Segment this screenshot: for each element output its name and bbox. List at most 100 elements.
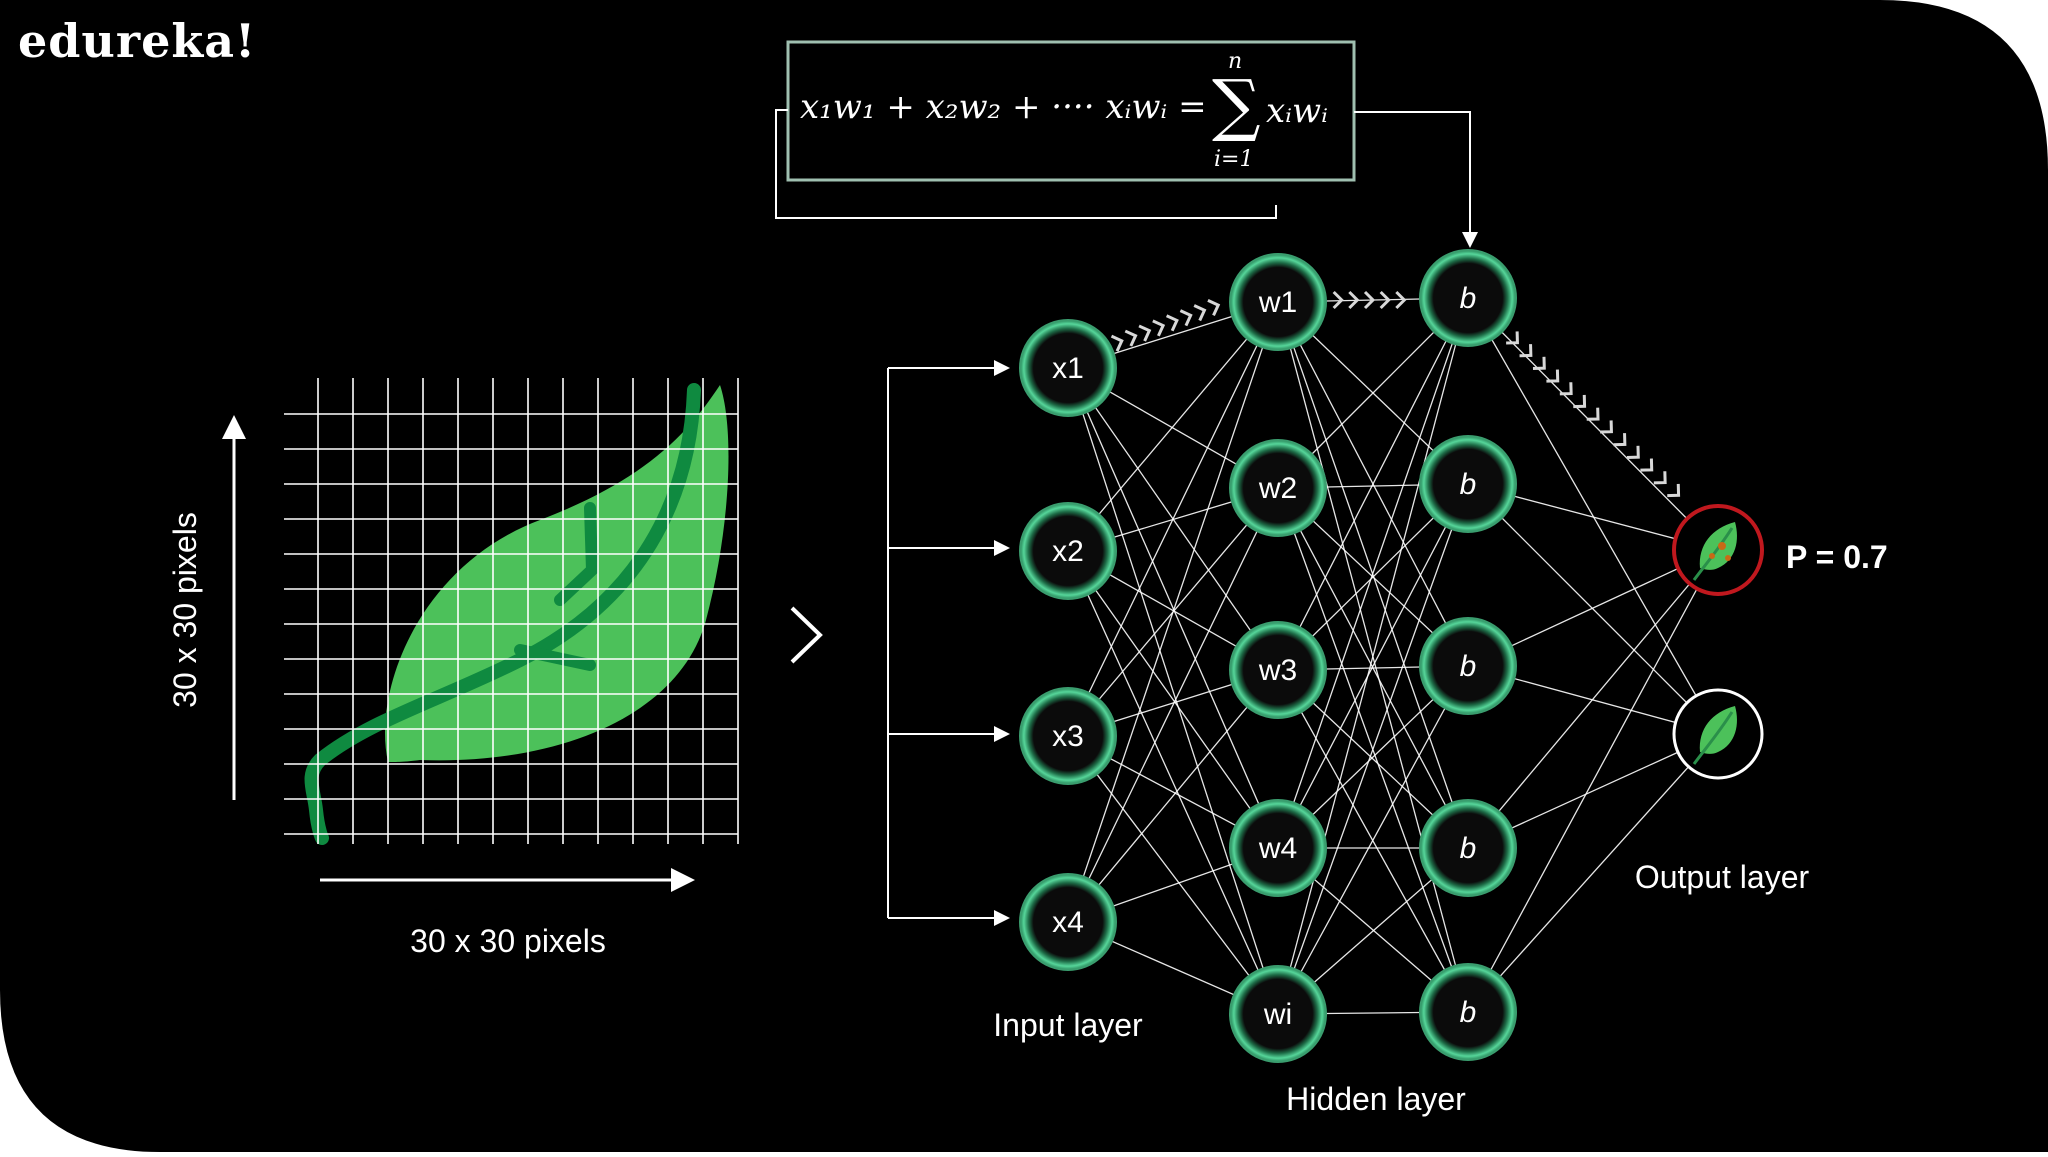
highlight-chevron (1546, 369, 1560, 383)
node-circle (1229, 253, 1327, 351)
leaf-vein-main (304, 383, 701, 845)
node-label: b (1460, 832, 1477, 865)
formula-rhs: xᵢwᵢ (1266, 91, 1328, 131)
input-node-x1: x1 (1019, 319, 1117, 417)
output-node-2 (1672, 688, 1764, 780)
network-edge (1067, 735, 1279, 1015)
hidden-node-w2: w2 (1229, 439, 1327, 537)
network-edge (1067, 367, 1279, 849)
formula-sigma: ∑ (1212, 66, 1261, 145)
node-label: w1 (1258, 286, 1297, 319)
hidden-layer-label: Hidden layer (1286, 1081, 1466, 1117)
highlight-chevron (1138, 324, 1152, 342)
node-label: b (1460, 468, 1477, 501)
leaf-shape (385, 385, 729, 762)
bias-node-5: b (1419, 963, 1517, 1061)
node-circle (1229, 621, 1327, 719)
network-edge (1467, 297, 1719, 735)
leaf-spot (1709, 553, 1715, 559)
leaf-icon-stem (1692, 711, 1734, 765)
network-edge (1467, 733, 1719, 1013)
network-edge (1467, 549, 1719, 849)
edureka-logo: edureka! (18, 14, 257, 68)
input-node-x2: x2 (1019, 502, 1117, 600)
highlight-chevron (1395, 290, 1407, 310)
hidden-node-w4: w4 (1229, 799, 1327, 897)
pixel-grid (284, 378, 739, 844)
highlight-chevron (1332, 290, 1344, 310)
highlight-chevron (1586, 407, 1600, 421)
input-bracket (887, 360, 1010, 926)
highlight-chevron (1532, 356, 1546, 370)
highlight-chevron (1165, 314, 1179, 332)
highlight-chevron (1506, 331, 1519, 345)
highlight-chevron (1600, 420, 1613, 434)
highlight-chevron (1152, 319, 1166, 337)
hidden-node-w1: w1 (1229, 253, 1327, 351)
network-edge (1067, 367, 1279, 1015)
output-node-1 (1672, 504, 1764, 596)
formula-lhs: x₁w₁ + x₂w₂ + ···· xᵢwᵢ = (800, 87, 1207, 127)
formula-right-connector (1354, 111, 1478, 248)
bias-node-2: b (1419, 435, 1517, 533)
network-edge (1067, 487, 1279, 923)
node-circle (1229, 799, 1327, 897)
node-circle (1019, 319, 1117, 417)
node-label: w2 (1258, 472, 1297, 505)
hidden-node-wi: wi (1229, 965, 1327, 1063)
network-edge (1467, 483, 1719, 735)
input-layer-label: Input layer (993, 1007, 1143, 1043)
network-edge (1277, 483, 1469, 1015)
formula-lower: i=1 (1214, 147, 1253, 172)
node-label: x2 (1052, 535, 1084, 568)
chevron-right-icon (790, 606, 823, 664)
highlight-chevron (1653, 471, 1667, 485)
hidden-node-w3: w3 (1229, 621, 1327, 719)
highlight-path (1110, 290, 1681, 498)
highlight-chevron (1519, 344, 1533, 358)
highlight-chevron (1667, 483, 1681, 498)
bias-node-1: b (1419, 249, 1517, 347)
formula-box: x₁w₁ + x₂w₂ + ···· xᵢwᵢ = ∑ n i=1 xᵢwᵢ (786, 40, 1356, 182)
highlight-chevron (1207, 299, 1221, 317)
highlight-chevron (1573, 394, 1587, 409)
vertical-axis-label: 30 x 30 pixels (167, 512, 203, 708)
highlight-chevron (1626, 445, 1640, 459)
node-circle (1419, 435, 1517, 533)
leaf-vein-upper (554, 502, 599, 606)
node-label: w4 (1258, 832, 1297, 865)
node-circle (1019, 873, 1117, 971)
input-node-x3: x3 (1019, 687, 1117, 785)
highlight-chevron (1179, 309, 1193, 327)
node-circle (1419, 799, 1517, 897)
input-node-x4: x4 (1019, 873, 1117, 971)
highlight-chevron (1640, 458, 1654, 472)
node-label: w3 (1258, 654, 1297, 687)
horizontal-axis-label: 30 x 30 pixels (410, 923, 606, 959)
network-edge (1067, 669, 1279, 923)
bias-node-4: b (1419, 799, 1517, 897)
node-circle (1419, 963, 1517, 1061)
node-label: x4 (1052, 906, 1084, 939)
node-circle (1419, 249, 1517, 347)
highlight-chevron (1613, 433, 1627, 447)
leaf-spot (1725, 555, 1731, 561)
formula-upper: n (1228, 49, 1242, 74)
node-label: x1 (1052, 352, 1084, 385)
node-label: wi (1263, 998, 1292, 1031)
network-edge (1067, 550, 1279, 849)
formula-connectors (775, 109, 1478, 248)
network-edge (1067, 301, 1279, 552)
network-edge (1277, 483, 1469, 849)
node-label: b (1460, 282, 1477, 315)
node-label: b (1460, 650, 1477, 683)
node-label: x3 (1052, 720, 1084, 753)
network-edge (1467, 549, 1719, 1013)
network-edge (1277, 297, 1469, 849)
leaf-vein-lower (514, 644, 596, 671)
network-nodes: x1 x2 x3 x4 w1 w2 w3 w4 wi b b b b b (1019, 249, 1517, 1063)
highlight-chevron (1110, 334, 1124, 352)
